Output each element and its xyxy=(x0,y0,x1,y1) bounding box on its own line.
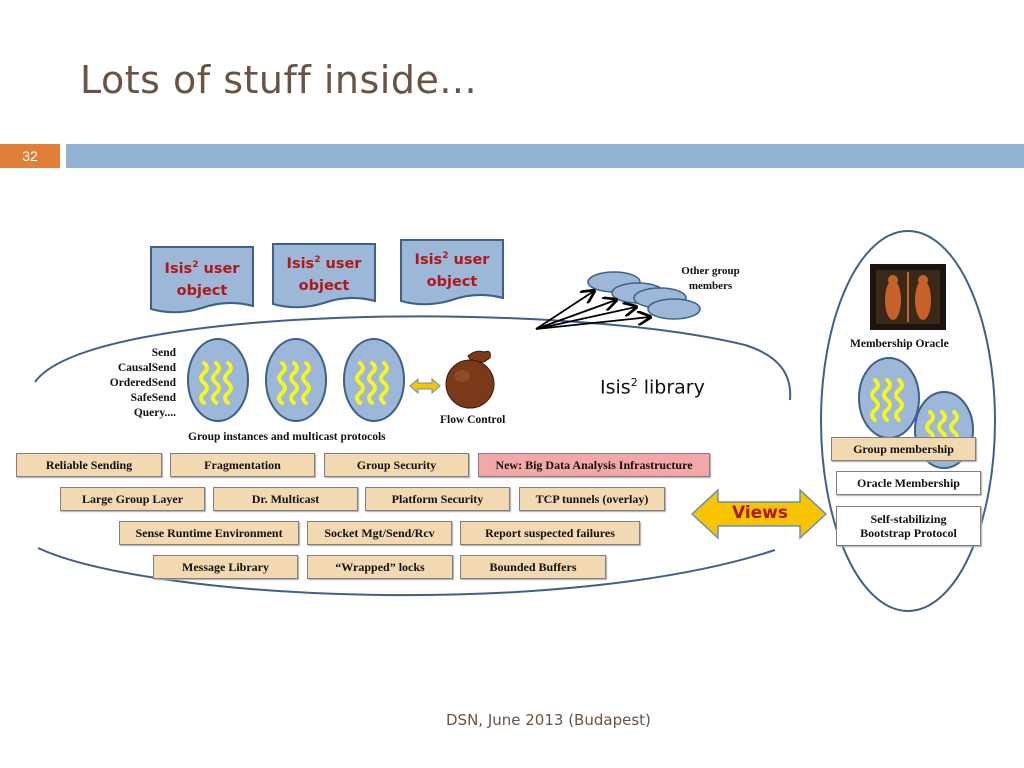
other-group-members-label: Other group members xyxy=(668,264,753,294)
self-stabilizing-line1: Self-stabilizing xyxy=(870,512,947,526)
library-boundary-bottom xyxy=(37,547,776,597)
platform-security-box: Platform Security xyxy=(365,487,510,511)
views-arrow xyxy=(690,488,828,540)
user-object-prefix: Isis xyxy=(164,260,193,277)
slide-footer: DSN, June 2013 (Budapest) xyxy=(446,711,651,729)
group-instance-oval xyxy=(343,338,405,422)
protocol-query: Query.... xyxy=(133,407,176,419)
membership-oracle-label: Membership Oracle xyxy=(850,338,949,350)
user-object-2-label: Isis2 user object xyxy=(279,249,369,297)
membership-oracle-ellipse xyxy=(820,230,996,612)
fragmentation-box: Fragmentation xyxy=(170,453,315,477)
greek-vase-image xyxy=(870,264,946,330)
oracle-membership-box: Oracle Membership xyxy=(836,471,981,495)
multicast-arrow xyxy=(535,317,650,330)
group-membership-box: Group membership xyxy=(831,437,976,461)
user-object-line2: object xyxy=(426,273,478,290)
user-object-3-shape xyxy=(400,239,504,306)
user-object-suffix: user xyxy=(448,251,490,268)
multicast-arrow xyxy=(535,307,636,330)
library-suffix: library xyxy=(637,376,705,399)
other-group-line2: members xyxy=(688,280,733,292)
user-object-1-shape xyxy=(150,246,254,314)
protocol-send: Send xyxy=(151,347,176,359)
group-member-oval xyxy=(647,298,701,320)
other-group-line1: Other group xyxy=(681,265,740,277)
wrapped-locks-box: “Wrapped” locks xyxy=(307,555,453,579)
oracle-oval xyxy=(858,357,920,439)
views-label: Views xyxy=(731,503,789,523)
user-object-prefix: Isis xyxy=(286,255,315,272)
protocol-ordered-send: OrderedSend xyxy=(109,377,176,389)
protocol-causal-send: CausalSend xyxy=(117,362,176,374)
protocol-list: Send CausalSend OrderedSend SafeSend Que… xyxy=(80,346,176,421)
user-object-line2: object xyxy=(298,277,350,294)
library-boundary xyxy=(34,315,792,401)
group-security-box: Group Security xyxy=(324,453,469,477)
self-stabilizing-box: Self-stabilizing Bootstrap Protocol xyxy=(836,506,981,546)
group-instance-oval xyxy=(187,338,249,422)
flow-control-label: Flow Control xyxy=(440,414,506,426)
big-data-box: New: Big Data Analysis Infrastructure xyxy=(478,453,710,477)
user-object-1-label: Isis2 user object xyxy=(157,254,247,302)
user-object-3-label: Isis2 user object xyxy=(407,245,497,293)
message-library-box: Message Library xyxy=(153,555,298,579)
sense-runtime-box: Sense Runtime Environment xyxy=(119,521,299,545)
user-object-suffix: user xyxy=(198,260,240,277)
multicast-arrow xyxy=(535,300,616,330)
group-instances-label: Group instances and multicast protocols xyxy=(188,431,386,443)
slide-title: Lots of stuff inside... xyxy=(80,58,478,102)
user-object-prefix: Isis xyxy=(414,251,443,268)
user-object-sup: 2 xyxy=(314,255,321,265)
user-object-sup: 2 xyxy=(192,260,199,270)
flow-control-arrow xyxy=(409,377,441,395)
self-stabilizing-line2: Bootstrap Protocol xyxy=(860,526,957,540)
protocol-safe-send: SafeSend xyxy=(130,392,176,404)
multicast-arrow xyxy=(535,291,594,330)
flow-control-bag-icon xyxy=(445,350,495,409)
library-prefix: Isis xyxy=(600,376,631,399)
header-bar xyxy=(66,144,1024,168)
reliable-sending-box: Reliable Sending xyxy=(16,453,162,477)
user-object-line2: object xyxy=(176,282,228,299)
large-group-layer-box: Large Group Layer xyxy=(60,487,205,511)
user-object-2-shape xyxy=(272,243,376,309)
bounded-buffers-box: Bounded Buffers xyxy=(460,555,606,579)
slide-number: 32 xyxy=(0,144,60,168)
group-instance-oval xyxy=(265,338,327,422)
dr-multicast-box: Dr. Multicast xyxy=(213,487,358,511)
report-failures-box: Report suspected failures xyxy=(460,521,640,545)
library-sup: 2 xyxy=(630,376,638,389)
user-object-suffix: user xyxy=(320,255,362,272)
user-object-sup: 2 xyxy=(442,251,449,261)
library-label: Isis2 library xyxy=(600,376,705,398)
tcp-tunnels-box: TCP tunnels (overlay) xyxy=(519,487,665,511)
socket-mgt-box: Socket Mgt/Send/Rcv xyxy=(307,521,452,545)
